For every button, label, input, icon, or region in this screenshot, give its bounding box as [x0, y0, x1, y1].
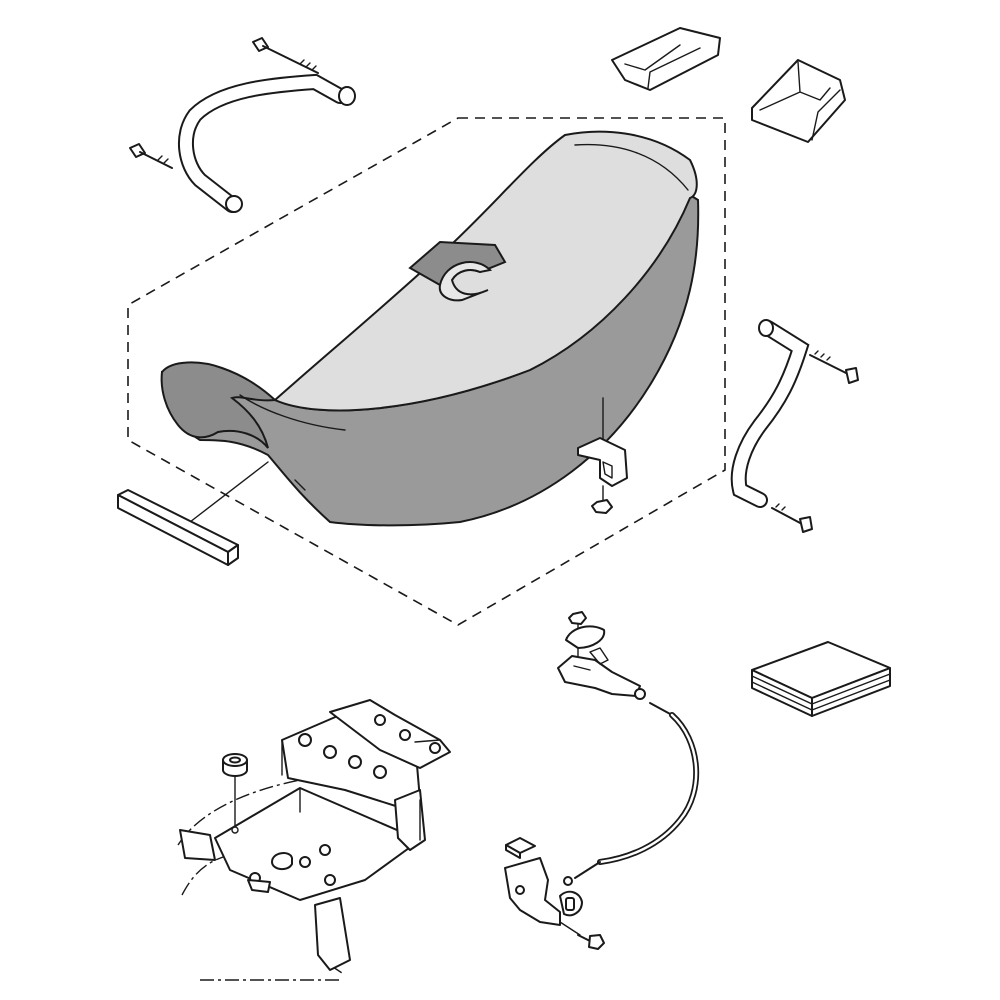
lock-base-detail [573, 647, 609, 671]
frame-ghost-rail-bottom [200, 964, 346, 981]
frame-hole [298, 733, 312, 747]
frame-hole [319, 844, 331, 856]
lock-pad-side [505, 844, 521, 859]
seat-lock-assembly[interactable] [557, 611, 646, 700]
right-grab-handle[interactable] [730, 319, 810, 508]
bolt[interactable] [252, 37, 319, 74]
bolt[interactable] [129, 143, 173, 169]
cable-lower-fitting [574, 861, 601, 879]
left-handle-end-top [338, 86, 356, 106]
lock-bracket-body [504, 857, 561, 926]
cable-end-fitting [649, 702, 673, 716]
rubber-damper[interactable] [222, 753, 248, 834]
bolt-top-head [252, 37, 269, 52]
lock-cable-eye [634, 688, 646, 700]
right-handle-tube-inner [732, 322, 808, 506]
seat-front-curl [160, 361, 278, 449]
frame-hole [399, 729, 411, 741]
frame-side-rail [394, 789, 426, 851]
lock-bolt-leader [559, 921, 581, 936]
frame-rear-section[interactable] [177, 699, 451, 981]
bolt-top-thread [299, 59, 317, 71]
left-grab-handle[interactable] [177, 73, 356, 213]
frame-hole [429, 742, 441, 754]
cable-sheath-outer [597, 712, 700, 865]
frame-tab [247, 879, 271, 893]
bolt[interactable] [577, 934, 605, 950]
frame-top-plate [329, 699, 451, 769]
right-handle-end-top [758, 319, 774, 337]
cable-sheath-inner [598, 713, 698, 864]
bolt[interactable] [809, 350, 859, 384]
lock-key-slot [565, 897, 575, 911]
strap-loop [438, 261, 493, 302]
seat-lock-assembly[interactable] [504, 837, 583, 936]
tail-cover-small[interactable] [611, 27, 721, 91]
seat-assembly-outline [127, 117, 726, 626]
bolt-right-top-thread [814, 350, 831, 361]
bolt-left-shank [139, 151, 173, 169]
bolt-right-bottom-shank [771, 507, 803, 525]
frame-bracket-left [179, 829, 216, 861]
bolt-right-bottom-thread [775, 503, 786, 511]
bolt-top-shank [262, 45, 319, 74]
bracket-cover[interactable] [751, 59, 846, 143]
frame-hole [374, 714, 386, 726]
foam-leader-line [189, 461, 269, 523]
seat-underside-line [294, 479, 306, 491]
damper-core [229, 756, 241, 764]
bracket-cover-body [751, 59, 846, 143]
seat-seam-line [574, 143, 689, 191]
frame-lower-rail [314, 897, 351, 971]
lock-bracket-hole [515, 885, 525, 895]
nut-hex [591, 499, 613, 514]
frame-hole [348, 755, 362, 769]
tail-cover-body [611, 27, 721, 91]
foam-strip-end [227, 544, 239, 566]
bracket-cover-inner [759, 61, 841, 141]
bolt-right-top-shank [809, 354, 849, 375]
lock-top-nut [568, 611, 587, 625]
frame-hole [299, 856, 311, 868]
left-handle-tube-inner [179, 75, 346, 211]
hook-bracket-slot [602, 461, 613, 479]
nut[interactable] [591, 499, 613, 514]
bolt[interactable] [771, 503, 813, 533]
bolt-lock-head [588, 934, 605, 950]
bolt-left-thread [157, 155, 169, 164]
owners-manual-book[interactable] [751, 641, 891, 717]
bolt-right-bottom-head [799, 516, 813, 533]
bolt-left-head [129, 143, 146, 158]
tail-cover-detail [624, 44, 701, 89]
frame-edge-detail [281, 739, 441, 841]
foam-strip[interactable] [117, 461, 269, 566]
cable-lower-eye [563, 876, 573, 886]
seat-edge-line [239, 394, 346, 431]
frame-slot [271, 852, 293, 870]
frame-hole [324, 874, 336, 886]
frame-hole [323, 745, 337, 759]
book-page-lines [751, 673, 891, 711]
release-cable[interactable] [563, 702, 700, 886]
left-handle-end-bottom [225, 195, 243, 213]
frame-hole [373, 765, 387, 779]
seat-hook-bracket[interactable] [577, 397, 628, 501]
lock-washer-plate [565, 625, 606, 649]
seat-strap[interactable] [408, 240, 507, 302]
damper-mount-point [231, 826, 239, 834]
bolt-right-top-head [845, 367, 859, 384]
